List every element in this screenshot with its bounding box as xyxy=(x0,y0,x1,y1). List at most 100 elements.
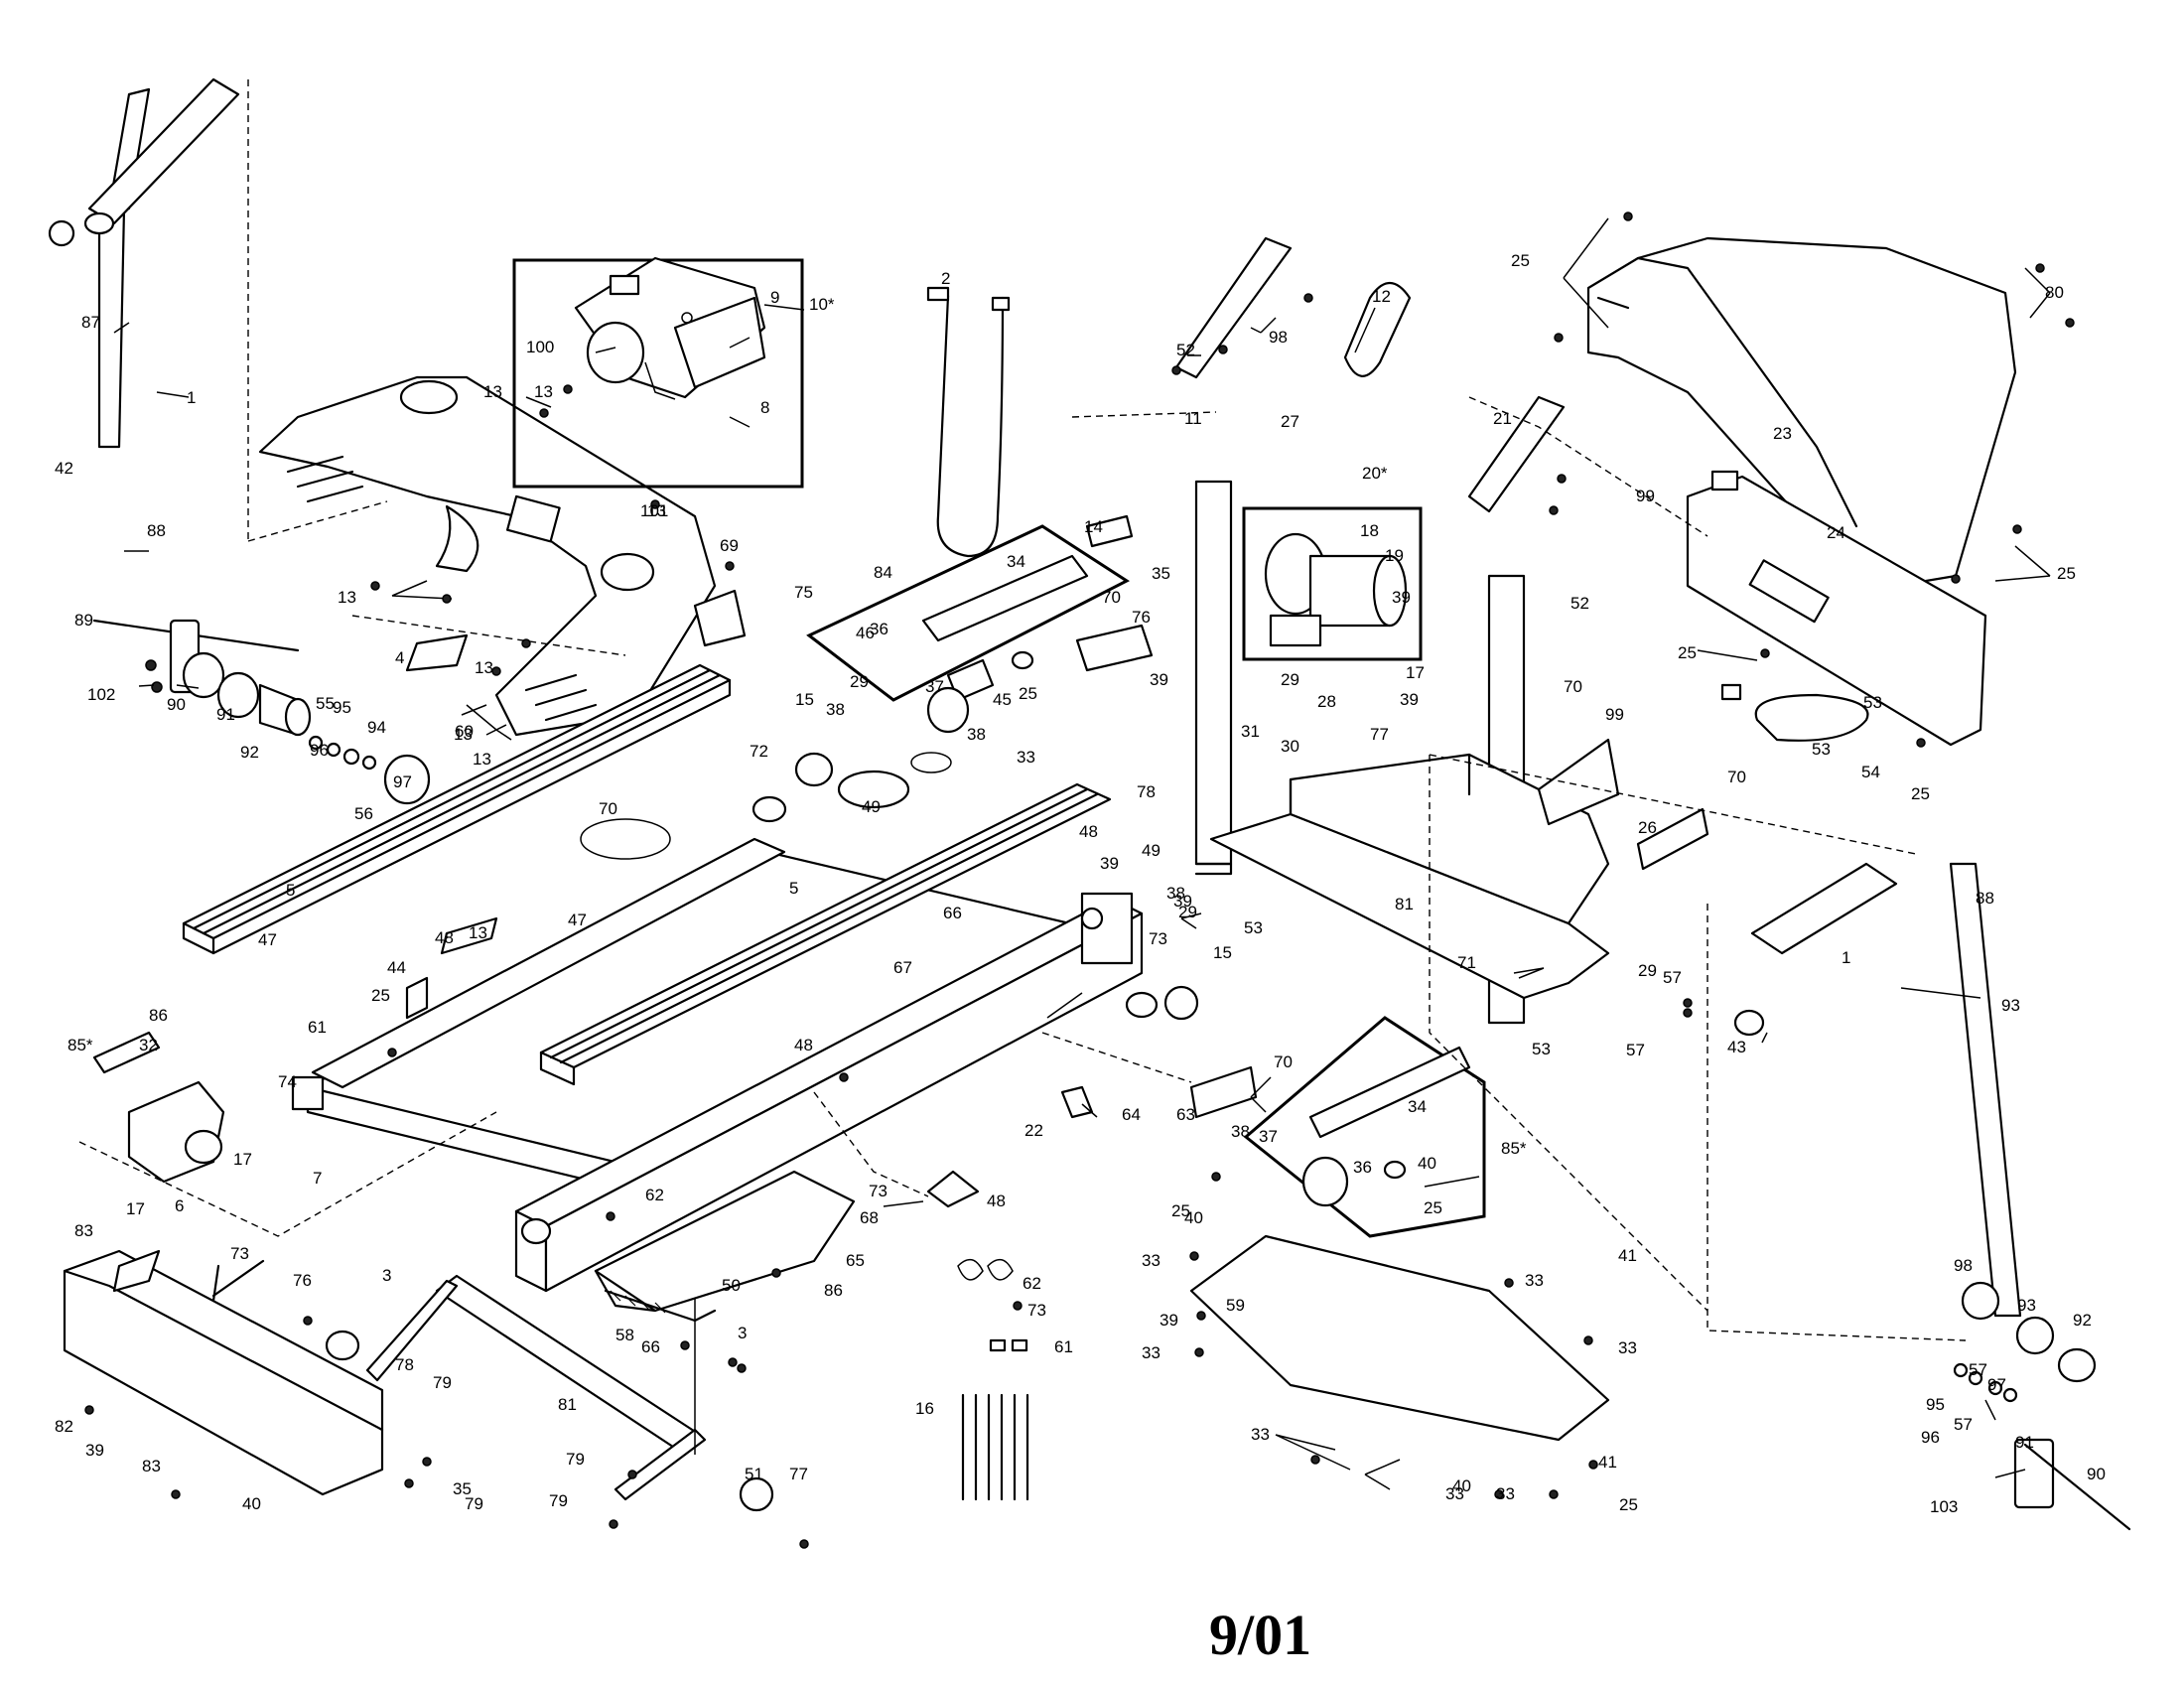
callout-label: 102 xyxy=(87,685,115,704)
callout-label: 88 xyxy=(1976,889,1994,908)
callout-label: 35 xyxy=(1152,564,1170,583)
callout-label: 53 xyxy=(1244,918,1263,937)
callout-label: 13 xyxy=(483,382,502,401)
callout-label: 33 xyxy=(1142,1343,1160,1362)
callout-label: 50 xyxy=(722,1276,741,1295)
callout-label: 39 xyxy=(1150,670,1168,689)
callout-label: 79 xyxy=(433,1373,452,1392)
misc-brackets xyxy=(211,514,1709,1303)
callout-label: 76 xyxy=(293,1271,312,1290)
incline-motor-assembly-top xyxy=(806,524,1130,734)
callout-label: 29 xyxy=(850,672,869,691)
callout-label: 40 xyxy=(1452,1476,1471,1495)
callout-label: 33 xyxy=(1017,748,1035,767)
callout-label: 36 xyxy=(1353,1158,1372,1177)
callout-label: 32 xyxy=(139,1036,158,1054)
callout-label: 39 xyxy=(85,1441,104,1460)
callout-label: 79 xyxy=(549,1491,568,1510)
callout-label: 19 xyxy=(1385,546,1404,565)
callout-label: 13 xyxy=(475,658,493,677)
hardware-pack xyxy=(957,1258,1029,1501)
callout-label: 103 xyxy=(1930,1497,1958,1516)
callout-label: 25 xyxy=(1424,1198,1442,1217)
callout-label: 52 xyxy=(1570,594,1589,613)
callout-label: 12 xyxy=(1372,287,1391,306)
callout-label: 91 xyxy=(216,705,235,724)
callout-label: 25 xyxy=(1911,784,1930,803)
callout-label: 88 xyxy=(147,521,166,540)
callout-label: 15 xyxy=(1213,943,1232,962)
callout-label: 37 xyxy=(1259,1127,1278,1146)
callout-label: 25 xyxy=(1511,251,1530,270)
callout-label: 48 xyxy=(794,1036,813,1054)
callout-label: 26 xyxy=(1638,818,1657,837)
callout-label: 21 xyxy=(1493,409,1512,428)
callout-label: 1 xyxy=(1842,948,1850,967)
callout-label: 40 xyxy=(1184,1208,1203,1227)
callout-label: 38 xyxy=(1231,1122,1250,1141)
drive-belt xyxy=(926,286,1011,558)
callout-label: 73 xyxy=(1027,1301,1046,1320)
callout-label: 25 xyxy=(1019,684,1037,703)
callout-label: 15 xyxy=(795,690,814,709)
left-side-rail xyxy=(182,663,732,955)
callout-label: 17 xyxy=(1406,663,1425,682)
callout-label: 70 xyxy=(1564,677,1582,696)
callout-label: 78 xyxy=(395,1355,414,1374)
callout-label: 84 xyxy=(874,563,892,582)
callout-label: 70 xyxy=(1727,768,1746,786)
callout-label: 92 xyxy=(2073,1311,2092,1330)
callout-label: 25 xyxy=(1171,1201,1190,1220)
callout-label: 46 xyxy=(856,624,875,642)
incline-frame xyxy=(325,1221,774,1512)
callout-label: 13 xyxy=(473,750,491,769)
callout-label: 38 xyxy=(826,700,845,719)
callout-label: 9 xyxy=(770,288,779,307)
callout-label: 23 xyxy=(1773,424,1792,443)
callout-label: 71 xyxy=(1457,953,1476,972)
callout-label: 39 xyxy=(1160,1311,1178,1330)
callout-label: 48 xyxy=(1079,822,1098,841)
callout-label: 73 xyxy=(230,1244,249,1263)
callout-labels: 1 1 2 3 3 4 5 5 6 7 8 9 10* 11 12 13 13 … xyxy=(55,251,2106,1516)
callout-label: 13 xyxy=(647,501,666,520)
callout-label: 100 xyxy=(526,338,554,356)
callout-label: 13 xyxy=(469,923,487,942)
callout-label: 82 xyxy=(55,1417,73,1436)
callout-label: 34 xyxy=(1007,552,1025,571)
callout-label: 57 xyxy=(1969,1360,1987,1379)
right-upright-assembly xyxy=(1706,862,2131,1531)
callout-label: 73 xyxy=(1149,929,1167,948)
callout-label: 39 xyxy=(1400,690,1419,709)
callout-label: 59 xyxy=(1226,1296,1245,1315)
callout-label: 62 xyxy=(645,1186,664,1204)
leader-lines xyxy=(113,217,2051,1490)
callout-label: 70 xyxy=(1102,588,1121,607)
callout-label: 74 xyxy=(278,1072,297,1091)
callout-label: 13 xyxy=(454,725,473,744)
callout-label: 86 xyxy=(824,1281,843,1300)
callout-label: 33 xyxy=(1525,1271,1544,1290)
callout-label: 24 xyxy=(1827,523,1845,542)
callout-label: 63 xyxy=(1176,1105,1195,1124)
callout-label: 35 xyxy=(453,1479,472,1498)
frame-rail-assembly xyxy=(514,892,1144,1293)
callout-label: 78 xyxy=(1137,782,1156,801)
callout-label: 91 xyxy=(2015,1433,2034,1452)
callout-label: 70 xyxy=(599,799,617,818)
callout-label: 10* xyxy=(809,295,835,314)
callout-label: 43 xyxy=(1727,1038,1746,1056)
callout-label: 62 xyxy=(1023,1274,1041,1293)
callout-label: 101 xyxy=(640,501,668,520)
callout-label: 98 xyxy=(1269,328,1288,347)
console-electronics-inset xyxy=(512,256,804,489)
callout-label: 48 xyxy=(435,928,454,947)
callout-label: 57 xyxy=(1626,1041,1645,1059)
callout-label: 90 xyxy=(167,695,186,714)
console-assembly xyxy=(258,375,717,741)
callout-label: 73 xyxy=(869,1182,887,1200)
callout-label: 34 xyxy=(1408,1097,1427,1116)
callout-label: 40 xyxy=(1418,1154,1436,1173)
callout-label: 33 xyxy=(1251,1425,1270,1444)
callout-label: 33 xyxy=(1496,1484,1515,1503)
